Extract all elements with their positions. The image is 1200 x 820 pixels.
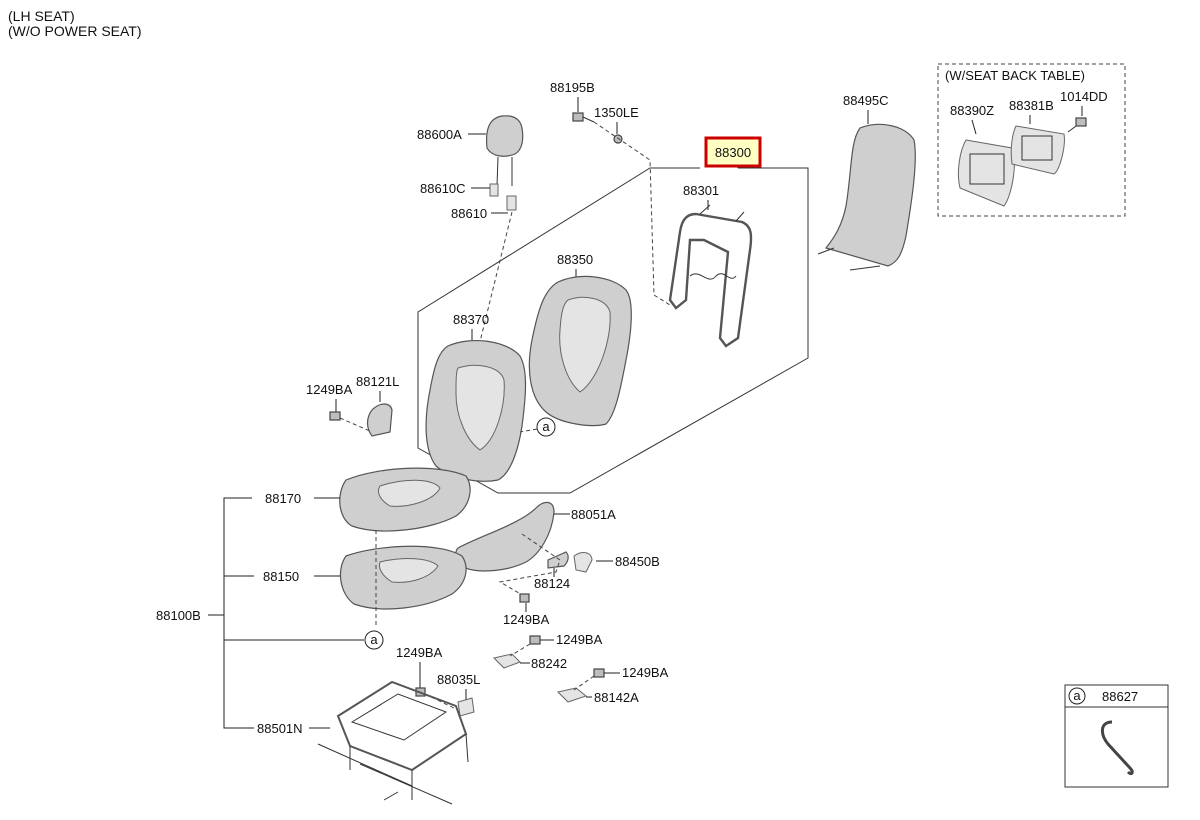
part-label-1014DD[interactable]: 1014DD [1060,89,1108,104]
headrest-guide-88610C[interactable] [489,183,499,197]
frame-spring [689,273,737,280]
table-bracket-88381B[interactable] [1010,125,1065,175]
part-label-1249BA-88142A[interactable]: 1249BA [622,665,669,680]
bracket-88242[interactable] [493,653,521,669]
screw-1249BA-shield[interactable] [519,593,530,603]
part-label-88501N[interactable]: 88501N [257,721,303,736]
tree-88100B [223,497,252,729]
headrest-88600A[interactable] [485,115,524,187]
cushion-cover-88170[interactable] [339,467,471,532]
diagram-subtitle-wo-power-seat: (W/O POWER SEAT) [8,23,142,39]
hook-88627[interactable] [1101,720,1134,776]
part-label-88242[interactable]: 88242 [531,656,567,671]
part-label-88627[interactable]: 88627 [1102,689,1138,704]
part-label-88051A[interactable]: 88051A [571,507,616,522]
part-label-88195B[interactable]: 88195B [550,80,595,95]
headrest-post-left [496,156,499,187]
diagram-title-lh-seat: (LH SEAT) [8,8,75,24]
side-shield-88051A[interactable] [455,501,555,572]
clip-1350LE[interactable] [613,134,623,144]
part-label-88035L[interactable]: 88035L [437,672,480,687]
cushion-pad-88150[interactable] [339,545,467,610]
option-box-title: (W/SEAT BACK TABLE) [945,68,1085,83]
part-label-1249BA-88035L[interactable]: 1249BA [396,645,443,660]
cushion-frame-88501N[interactable] [317,680,469,805]
part-label-88301[interactable]: 88301 [683,183,719,198]
option-box-seat-back-table [937,63,1126,217]
legend-callout-letter: a [1073,688,1081,703]
screw-1249BA-upper[interactable] [329,411,341,421]
dash-lever-path [498,533,561,597]
part-label-88350[interactable]: 88350 [557,252,593,267]
part-label-88121L[interactable]: 88121L [356,374,399,389]
legend-box-a: a 88627 [1064,684,1169,788]
part-label-88600A[interactable]: 88600A [417,127,462,142]
highlighted-part-88300[interactable]: 88300 [704,136,762,168]
part-label-88300: 88300 [715,145,751,160]
seatback-assembly-outline [417,167,809,494]
bracket-88142A[interactable] [557,687,588,703]
part-label-88610C[interactable]: 88610C [420,181,466,196]
callout-a-seatback[interactable]: a [536,417,556,437]
part-label-88370[interactable]: 88370 [453,312,489,327]
part-label-88142A[interactable]: 88142A [594,690,639,705]
callout-a-cushion[interactable]: a [364,630,384,650]
highlight-box [704,136,762,168]
part-label-1249BA-shield[interactable]: 1249BA [503,612,550,627]
part-label-1249BA-88242[interactable]: 1249BA [556,632,603,647]
part-label-88610[interactable]: 88610 [451,206,487,221]
part-label-88100B[interactable]: 88100B [156,608,201,623]
seatback-cover-88370[interactable] [425,339,527,482]
part-label-1350LE[interactable]: 1350LE [594,105,639,120]
part-label-88390Z[interactable]: 88390Z [950,103,994,118]
seatback-frame-88301[interactable] [668,204,753,348]
table-housing-88390Z[interactable] [957,139,1015,207]
seatback-board-88495C[interactable] [817,123,916,271]
part-label-88150[interactable]: 88150 [263,569,299,584]
knob-88450B[interactable] [573,552,593,573]
legend-callout-circle [1068,687,1086,705]
dash-bolt-to-frame [593,121,671,306]
part-label-88495C[interactable]: 88495C [843,93,889,108]
part-label-1249BA-upper[interactable]: 1249BA [306,382,353,397]
callout-letter: a [542,419,550,434]
bolt-1014DD[interactable] [1067,117,1087,133]
part-label-88450B[interactable]: 88450B [615,554,660,569]
trim-bracket-88121L[interactable] [366,403,393,437]
cover-88035L[interactable] [457,697,475,717]
lever-88124[interactable] [547,551,569,569]
headrest-guide-88610[interactable] [506,195,517,211]
seatback-pad-88350[interactable] [528,275,632,427]
bolt-88195B[interactable] [572,112,595,123]
part-label-88124[interactable]: 88124 [534,576,570,591]
screw-1249BA-88242[interactable] [529,635,541,645]
part-label-88381B[interactable]: 88381B [1009,98,1054,113]
screw-1249BA-88142A[interactable] [593,668,605,678]
part-label-88170[interactable]: 88170 [265,491,301,506]
callout-letter: a [370,632,378,647]
